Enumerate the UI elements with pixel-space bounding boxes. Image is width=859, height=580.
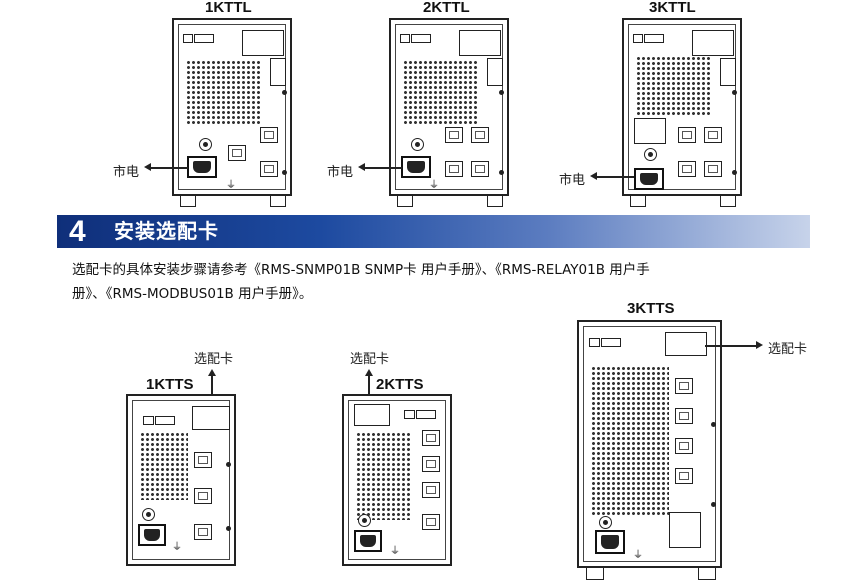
section-number: 4	[69, 215, 86, 248]
model-label-2ktts: 2KTTS	[376, 376, 424, 393]
model-label-3ktts: 3KTTS	[627, 300, 675, 317]
ups-rear-panel-3kttl	[622, 18, 742, 196]
ups-rear-panel-3ktts: ⏚	[577, 320, 722, 568]
ups-rear-panel-2kttl: ⏚	[389, 18, 509, 196]
option-card-label-3ktts: 选配卡	[768, 342, 808, 357]
ups-rear-panel-1ktts: ⏚	[126, 394, 236, 566]
mains-label-1kttl: 市电	[113, 165, 140, 180]
option-card-label-1ktts: 选配卡	[194, 352, 234, 367]
model-label-1ktts: 1KTTS	[146, 376, 194, 393]
instruction-line-2: 册》、《RMS-MODBUS01B 用户手册》。	[72, 286, 313, 302]
mains-label-2kttl: 市电	[327, 165, 354, 180]
mains-label-3kttl: 市电	[559, 173, 586, 188]
ups-rear-panel-1kttl: ⏚	[172, 18, 292, 196]
instruction-line-1: 选配卡的具体安装步骤请参考《RMS-SNMP01B SNMP卡 用户手册》、《R…	[72, 262, 650, 278]
section-banner: 4 安装选配卡	[57, 215, 810, 248]
ups-rear-panel-2ktts: ⏚	[342, 394, 452, 566]
option-card-label-2ktts: 选配卡	[350, 352, 390, 367]
model-label-2kttl: 2KTTL	[423, 0, 470, 16]
model-label-3kttl: 3KTTL	[649, 0, 696, 16]
model-label-1kttl: 1KTTL	[205, 0, 252, 16]
section-title: 安装选配卡	[114, 219, 219, 243]
